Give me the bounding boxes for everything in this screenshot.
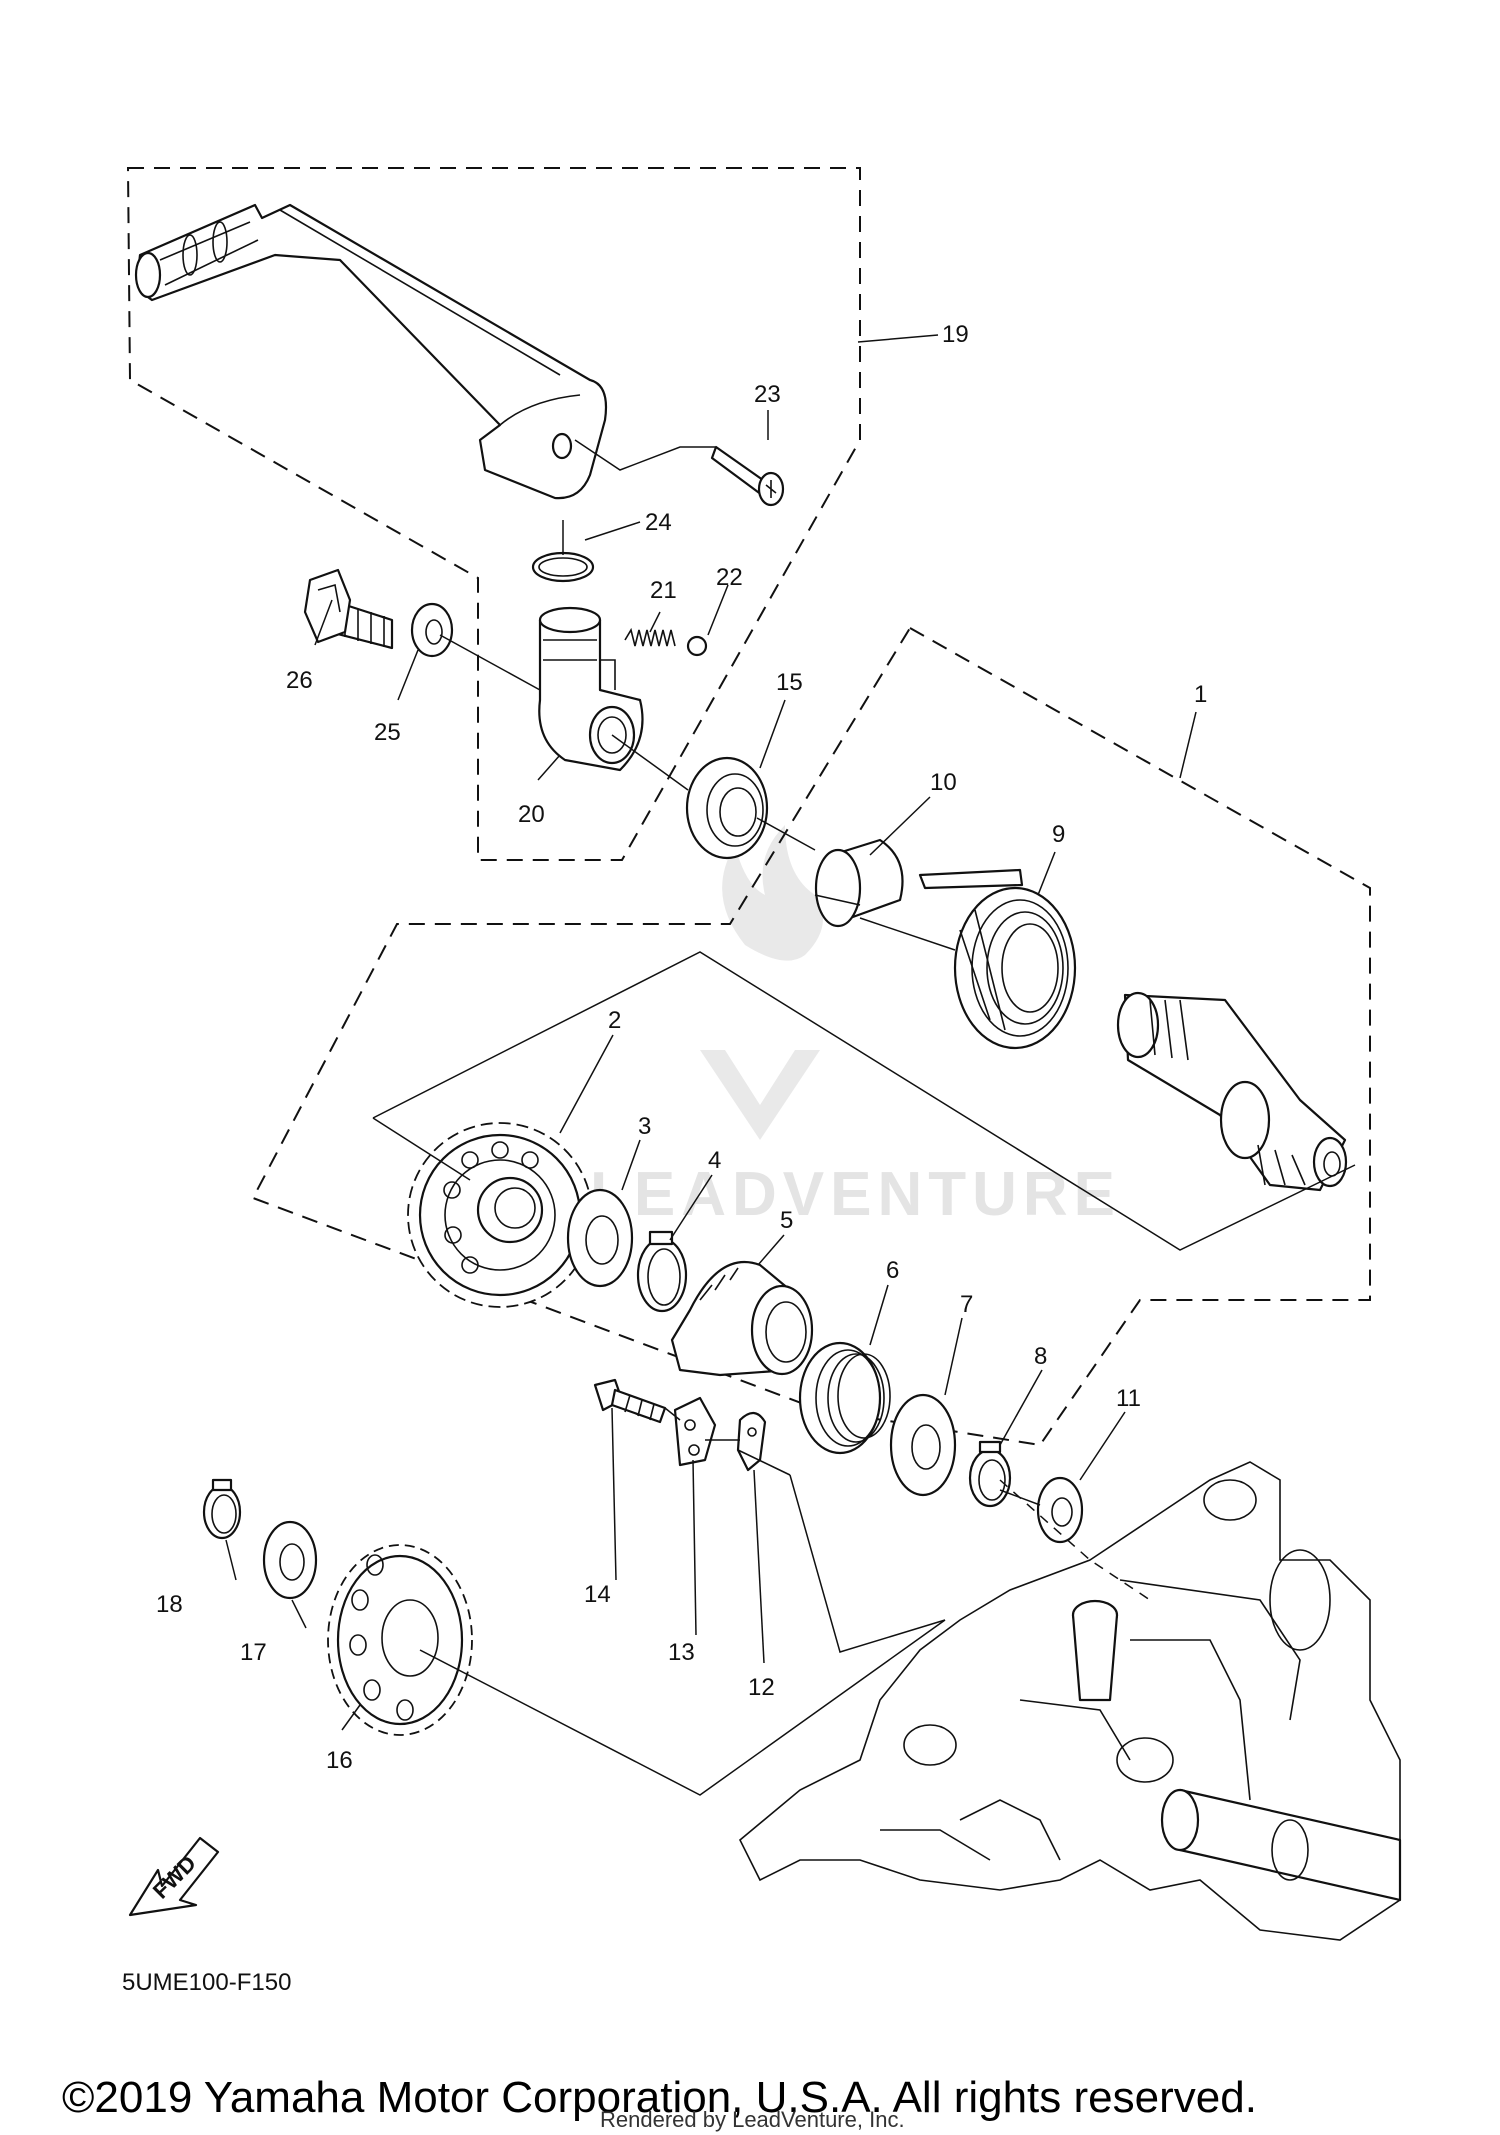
washer-11 <box>1036 1476 1084 1544</box>
spring-6 <box>798 1341 891 1455</box>
bolt-14 <box>593 1378 667 1424</box>
callout-23: 23 <box>754 381 781 408</box>
idle-gear-16 <box>327 1544 473 1736</box>
callout-21: 21 <box>650 577 677 604</box>
callout-7: 7 <box>960 1291 973 1318</box>
callout-24: 24 <box>645 509 672 536</box>
leadventure-watermark: LEADVENTURE <box>590 825 1121 1229</box>
callout-26: 26 <box>286 667 313 694</box>
callout-13: 13 <box>668 1639 695 1666</box>
collar-10 <box>814 838 904 928</box>
callout-17: 17 <box>240 1639 267 1666</box>
callout-1: 1 <box>1194 681 1207 708</box>
callout-9: 9 <box>1052 821 1065 848</box>
callout-19: 19 <box>942 321 969 348</box>
washer-3 <box>566 1188 634 1288</box>
spring-21 <box>624 627 676 647</box>
callout-5: 5 <box>780 1207 793 1234</box>
callout-4: 4 <box>708 1147 721 1174</box>
watermark-text: LEADVENTURE <box>590 1160 1121 1229</box>
washer-17 <box>262 1520 318 1600</box>
callout-22: 22 <box>716 564 743 591</box>
plate-13 <box>673 1396 717 1467</box>
callout-10: 10 <box>930 769 957 796</box>
kick-axle-1 <box>1116 991 1348 1192</box>
torsion-spring-9 <box>918 868 1077 1050</box>
washer-7 <box>889 1393 957 1497</box>
ball-22 <box>686 635 708 657</box>
washer-25 <box>410 602 454 658</box>
copyright-notice: ©2019 Yamaha Motor Corporation, U.S.A. A… <box>62 2073 1257 2122</box>
ratchet-wheel-5 <box>670 1260 814 1377</box>
kick-crank <box>134 203 608 500</box>
callout-8: 8 <box>1034 1343 1047 1370</box>
diagram-code: 5UME100-F150 <box>122 1969 291 1996</box>
callout-12: 12 <box>748 1674 775 1701</box>
circlip-8 <box>968 1440 1012 1508</box>
circlip-4 <box>636 1230 688 1313</box>
callout-3: 3 <box>638 1113 651 1140</box>
callout-2: 2 <box>608 1007 621 1034</box>
callout-14: 14 <box>584 1581 611 1608</box>
bolt-23 <box>710 445 785 507</box>
crankcase <box>739 1461 1402 1941</box>
callout-25: 25 <box>374 719 401 746</box>
fwd-arrow-icon: FWD <box>128 1836 220 1917</box>
assembly-19-outline <box>126 167 861 861</box>
callout-16: 16 <box>326 1747 353 1774</box>
clip-12 <box>736 1411 791 1476</box>
bolt-26 <box>303 568 394 650</box>
callout-20: 20 <box>518 801 545 828</box>
oil-seal-15 <box>685 756 769 860</box>
callout-18: 18 <box>156 1591 183 1618</box>
kick-gear-2 <box>407 1122 593 1308</box>
kick-boss-20 <box>538 606 644 772</box>
callout-11: 11 <box>1116 1385 1141 1412</box>
rendered-by-notice: Rendered by LeadVenture, Inc. <box>600 2107 905 2132</box>
circlip-18 <box>202 1478 242 1540</box>
callout-6: 6 <box>886 1257 899 1284</box>
callout-15: 15 <box>776 669 803 696</box>
